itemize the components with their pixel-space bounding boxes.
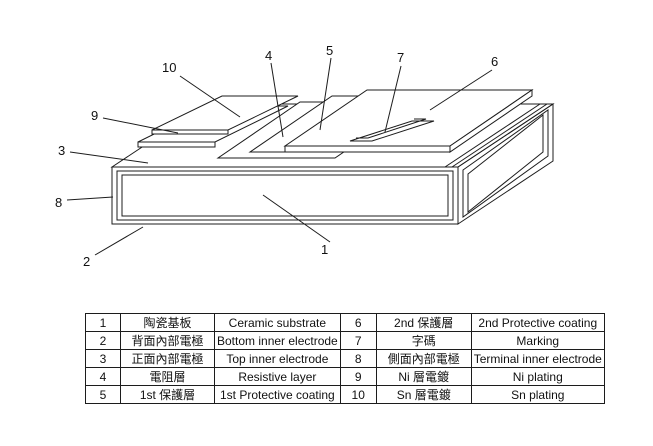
table-row: 4 電阻層 Resistive layer 9 Ni 層電鍍 Ni platin…: [85, 367, 605, 386]
leader-line-6: [429, 69, 493, 111]
body-front-outer: [111, 166, 459, 225]
callout-10: 10: [162, 60, 176, 75]
part-name-cn: 字碼: [375, 331, 472, 350]
leader-line-7: [384, 65, 402, 133]
part-name-en: 1st Protective coating: [214, 385, 341, 404]
callout-5: 5: [326, 43, 333, 58]
part-name-cn: 正面內部電極: [120, 349, 215, 368]
callout-4: 4: [265, 48, 272, 63]
part-name-en: Ni plating: [470, 367, 605, 386]
part-name-en: Ceramic substrate: [214, 313, 341, 332]
ceramic-substrate-face: [121, 174, 449, 217]
sn-plating-sheet-edge: [151, 129, 229, 135]
leader-line-5: [319, 57, 332, 131]
second-protective-coating-side: [449, 89, 533, 153]
callout-8: 8: [55, 195, 62, 210]
part-name-en: Terminal inner electrode: [470, 349, 605, 368]
part-name-en: Top inner electrode: [214, 349, 341, 368]
body-front-mid: [116, 170, 454, 221]
callout-3: 3: [58, 143, 65, 158]
part-name-cn: 電阻層: [120, 367, 215, 386]
part-name-en: Sn plating: [470, 385, 605, 404]
table-row: 5 1st 保護層 1st Protective coating 10 Sn 層…: [85, 385, 605, 404]
callout-9: 9: [91, 108, 98, 123]
part-number: 3: [85, 349, 121, 368]
terminal-right-wrap-1: [462, 109, 549, 218]
diagram-svg: 1 2 3 4 5 6 7 8 9 10: [55, 43, 555, 269]
leader-line-4: [270, 62, 284, 138]
callout-6: 6: [491, 54, 498, 69]
parts-legend-table: 1 陶瓷基板 Ceramic substrate 6 2nd 保護層 2nd P…: [85, 313, 605, 404]
leader-line-1: [262, 194, 331, 243]
terminal-right-top-wrap-2: [451, 103, 548, 168]
leader-line-9: [102, 117, 179, 134]
part-number: 2: [85, 331, 121, 350]
part-name-en: Bottom inner electrode: [214, 331, 341, 350]
part-number: 4: [85, 367, 121, 386]
part-name-cn: 陶瓷基板: [120, 313, 215, 332]
part-number: 10: [339, 385, 377, 404]
part-name-cn: 背面內部電極: [120, 331, 215, 350]
table-row: 1 陶瓷基板 Ceramic substrate 6 2nd 保護層 2nd P…: [85, 313, 605, 332]
part-number: 6: [339, 313, 377, 332]
part-name-cn: Ni 層電鍍: [375, 367, 472, 386]
callout-2: 2: [83, 254, 90, 269]
chip-resistor-diagram: 1 2 3 4 5 6 7 8 9 10: [55, 43, 555, 269]
part-number: 9: [339, 367, 377, 386]
part-name-en: Resistive layer: [214, 367, 341, 386]
leader-line-10: [179, 75, 241, 118]
marking-slot-inner: [356, 118, 427, 139]
callout-1: 1: [321, 242, 328, 257]
part-number: 5: [85, 385, 121, 404]
terminal-right-top-wrap-1: [444, 103, 541, 168]
part-number: 1: [85, 313, 121, 332]
leader-line-2: [94, 226, 144, 256]
part-number: 8: [339, 349, 377, 368]
table-row: 2 背面內部電極 Bottom inner electrode 7 字碼 Mar…: [85, 331, 605, 350]
part-name-cn: 1st 保護層: [120, 385, 215, 404]
second-protective-coating-front: [284, 145, 451, 153]
callout-7: 7: [397, 50, 404, 65]
terminal-right-wrap-2: [467, 113, 544, 214]
marking-slot: [349, 120, 435, 142]
part-name-cn: Sn 層電鍍: [375, 385, 472, 404]
part-name-en: 2nd Protective coating: [470, 313, 605, 332]
part-name-cn: 2nd 保護層: [375, 313, 472, 332]
part-name-cn: 側面內部電極: [375, 349, 472, 368]
leader-line-3: [69, 151, 149, 164]
part-number: 7: [339, 331, 377, 350]
ni-plating-sheet-edge: [137, 141, 216, 148]
leader-line-8: [66, 196, 114, 201]
part-name-en: Marking: [470, 331, 605, 350]
table-row: 3 正面內部電極 Top inner electrode 8 側面內部電極 Te…: [85, 349, 605, 368]
